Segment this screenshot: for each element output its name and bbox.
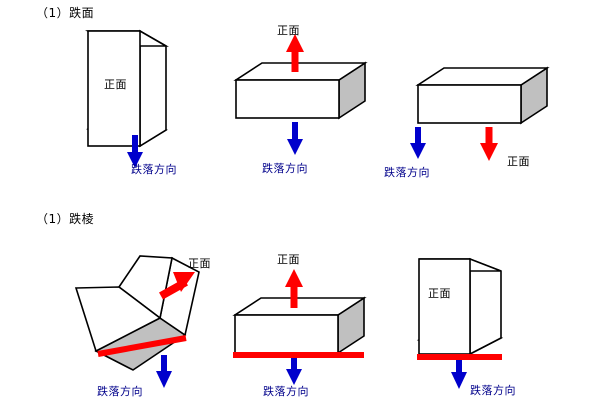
figure-face-flat-front-up <box>233 34 368 155</box>
figure-edge-tilted <box>74 255 200 388</box>
drop-direction-arrow <box>286 358 302 385</box>
figure-face-flat-front-down <box>410 66 550 161</box>
front-face-label: 正面 <box>104 78 127 91</box>
drop-direction-arrow <box>451 360 467 389</box>
section-heading-drop-edge: （1）跌棱 <box>36 212 95 226</box>
front-face-label: 正面 <box>277 253 300 266</box>
drop-direction-label: 跌落方向 <box>470 384 516 397</box>
drop-direction-arrow <box>127 135 143 168</box>
drop-direction-label: 跌落方向 <box>384 166 430 179</box>
front-face-label: 正面 <box>188 257 211 270</box>
figure-edge-flat <box>232 269 367 385</box>
front-face-arrow <box>159 272 195 300</box>
drop-direction-arrow <box>156 355 172 388</box>
front-face-label: 正面 <box>507 155 530 168</box>
front-face-arrow <box>480 127 498 161</box>
front-face-arrow <box>286 34 304 72</box>
box-front-face <box>417 84 522 124</box>
box-front-face <box>87 30 141 147</box>
drop-direction-label: 跌落方向 <box>97 385 143 398</box>
box-side-face <box>469 257 502 356</box>
drop-direction-label: 跌落方向 <box>262 162 308 175</box>
box-front-face <box>74 286 162 353</box>
front-face-label: 正面 <box>277 24 300 37</box>
figure-face-upright <box>85 29 169 168</box>
box-front-face <box>234 314 339 354</box>
section-heading-drop-face: （1）跌面 <box>36 6 95 20</box>
front-face-arrow <box>285 269 303 308</box>
box-side-face <box>139 29 167 148</box>
figure-edge-upright <box>416 257 504 389</box>
box-front-face <box>235 79 340 119</box>
impact-edge-line <box>97 335 187 357</box>
drop-direction-arrow <box>410 127 426 159</box>
box-front-face <box>418 258 471 355</box>
front-face-label: 正面 <box>428 287 451 300</box>
drop-direction-label: 跌落方向 <box>263 385 309 398</box>
drop-direction-label: 跌落方向 <box>131 163 177 176</box>
drop-direction-arrow <box>287 122 303 155</box>
